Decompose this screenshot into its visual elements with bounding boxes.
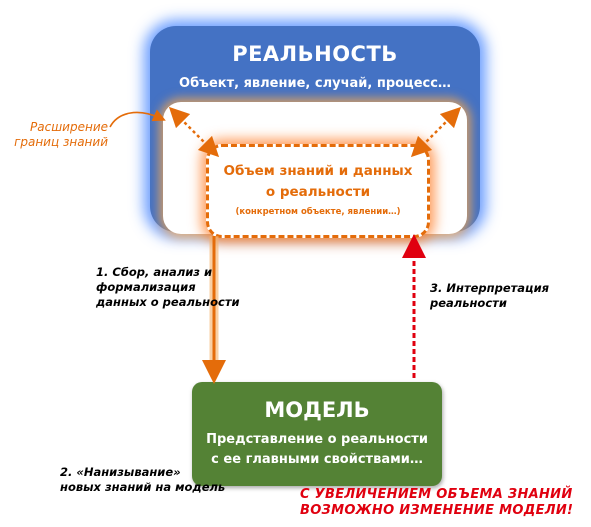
expand-note-line1: Расширение	[30, 120, 108, 134]
expand-boundaries-note: Расширение границ знаний	[4, 120, 108, 150]
stringing-step-note: 2. «Нанизывание» новых знаний на модель	[60, 465, 260, 495]
model-change-warning: С УВЕЛИЧЕНИЕМ ОБЪЕМА ЗНАНИЙ ВОЗМОЖНО ИЗМ…	[300, 487, 590, 519]
expand-pointer-arrow	[109, 109, 166, 128]
collect-note-line2: формализация	[96, 280, 196, 294]
model-subtitle: Представление о реальности с ее главными…	[192, 430, 442, 470]
knowledge-note: (конкретном объекте, явлении…)	[235, 207, 401, 217]
interp-note-line2: реальности	[430, 296, 507, 310]
knowledge-box: Объем знаний и данных о реальности (конк…	[206, 144, 430, 238]
warning-line2: ВОЗМОЖНО ИЗМЕНЕНИЕ МОДЕЛИ!	[300, 503, 574, 518]
model-title: МОДЕЛЬ	[264, 398, 370, 422]
model-subtitle-line1: Представление о реальности	[206, 432, 428, 447]
stringing-note-line2: новых знаний на модель	[60, 480, 226, 494]
model-box: МОДЕЛЬ Представление о реальности с ее г…	[192, 382, 442, 486]
knowledge-title-line2: о реальности	[265, 184, 371, 200]
expand-note-line2: границ знаний	[14, 135, 108, 149]
collect-step-note: 1. Сбор, анализ и формализация данных о …	[96, 265, 246, 310]
warning-line1: С УВЕЛИЧЕНИЕМ ОБЪЕМА ЗНАНИЙ	[300, 487, 573, 502]
knowledge-title: Объем знаний и данных о реальности	[209, 161, 427, 203]
collect-note-line3: данных о реальности	[96, 295, 240, 309]
expand-arrow-left	[168, 106, 220, 158]
model-subtitle-line2: с ее главными свойствами…	[211, 452, 423, 467]
interpret-step-note: 3. Интерпретация реальности	[430, 281, 580, 311]
collect-note-line1: 1. Сбор, анализ и	[96, 265, 213, 279]
expand-arrow-right	[410, 106, 462, 158]
reality-subtitle: Объект, явление, случай, процесс…	[179, 76, 451, 91]
knowledge-title-line1: Объем знаний и данных	[223, 163, 413, 179]
reality-title: РЕАЛЬНОСТЬ	[232, 42, 398, 66]
interp-note-line1: 3. Интерпретация	[430, 281, 550, 295]
stringing-note-line1: 2. «Нанизывание»	[60, 465, 181, 479]
